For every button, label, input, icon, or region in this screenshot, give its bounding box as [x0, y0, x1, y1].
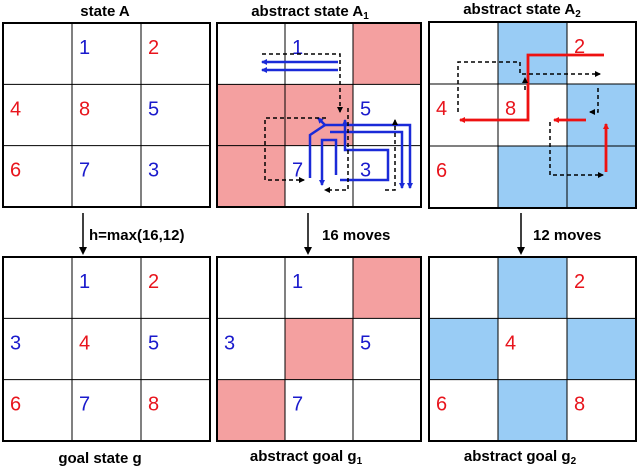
shaded-cell: [567, 318, 636, 380]
tile-number: 2: [574, 271, 585, 293]
blue-move-arrow: [340, 119, 390, 182]
shaded-cell: [567, 84, 636, 146]
dashed-move-arrow: [549, 122, 604, 178]
grid-frame: [428, 21, 637, 209]
tile-number: 5: [148, 332, 159, 354]
grid-frame: [216, 256, 422, 442]
grid-frame: [2, 22, 211, 208]
shaded-cell: [498, 146, 567, 208]
tile-number: 6: [436, 394, 447, 416]
grid-state-a: 1 2 4 8 5 6 7 3: [2, 22, 211, 208]
label-heuristic: h=max(16,12): [89, 227, 184, 244]
tile-number: 3: [224, 332, 235, 354]
tile-number: 8: [505, 98, 516, 120]
title-goal-g: goal state g: [58, 450, 141, 467]
grid-frame: [428, 256, 637, 442]
tile-number: 1: [79, 37, 90, 59]
blue-move-arrow: [319, 138, 338, 186]
shaded-cell: [353, 23, 421, 85]
title-state-a: state A: [80, 3, 130, 20]
tile-number: 7: [79, 160, 90, 182]
shaded-cell: [217, 145, 285, 207]
shaded-cell: [353, 257, 421, 319]
title-goal-g2: abstract goal g2: [464, 448, 577, 467]
title-abstract-a2: abstract state A2: [463, 1, 581, 20]
dashed-move-arrow: [262, 53, 343, 113]
tile-number: 7: [292, 394, 303, 416]
tile-number: 4: [10, 98, 21, 120]
dashed-move-arrow: [385, 119, 398, 191]
shaded-cell: [498, 379, 567, 441]
shaded-cell: [217, 379, 285, 441]
shaded-cell: [429, 318, 498, 380]
shaded-cell: [285, 318, 353, 380]
grid-frame: [2, 256, 211, 442]
tile-number: 5: [148, 98, 159, 120]
tile-number: 8: [574, 394, 585, 416]
tile-number: 7: [79, 394, 90, 416]
grid-frame: [216, 22, 422, 208]
tile-number: 6: [10, 394, 21, 416]
blue-move-arrow: [323, 123, 413, 189]
grid-goal-g2: 2 4 6 8: [428, 256, 637, 442]
blue-move-arrow: [308, 117, 327, 178]
dashed-move-arrow: [457, 61, 601, 112]
tile-number: 3: [360, 160, 371, 182]
tile-number: 2: [574, 36, 585, 58]
dashed-move-arrow: [264, 117, 326, 183]
grid-goal-g: 1 2 3 4 5 6 7 8: [2, 256, 211, 442]
tile-number: 5: [360, 98, 371, 120]
tile-number: 3: [10, 332, 21, 354]
tile-number: 4: [505, 332, 516, 354]
tile-number: 1: [292, 37, 303, 59]
tile-number: 2: [148, 37, 159, 59]
label-12-moves: 12 moves: [533, 227, 601, 244]
move-arrows-a2: [457, 53, 609, 178]
tile-number: 4: [436, 98, 447, 120]
tile-number: 8: [148, 394, 159, 416]
tile-number: 2: [148, 271, 159, 293]
shaded-cell: [498, 257, 567, 319]
shaded-cell: [567, 146, 636, 208]
grid-goal-g1: 1 3 5 7: [216, 256, 422, 442]
shaded-cell: [217, 84, 285, 146]
tile-number: 1: [292, 271, 303, 293]
tile-number: 7: [292, 160, 303, 182]
blue-move-arrow: [330, 130, 405, 189]
shaded-cell: [285, 84, 353, 146]
dashed-move-arrow: [589, 88, 599, 115]
tile-number: 6: [10, 160, 21, 182]
tile-number: 4: [79, 332, 90, 354]
title-abstract-a1: abstract state A1: [251, 3, 369, 22]
red-move-arrow: [459, 53, 604, 123]
tile-number: 1: [79, 271, 90, 293]
tile-number: 3: [148, 160, 159, 182]
move-arrows-a1: [261, 53, 413, 193]
grid-abstract-a2: 2 4 8 6: [428, 21, 637, 209]
tile-number: 6: [436, 160, 447, 182]
label-16-moves: 16 moves: [322, 227, 390, 244]
title-goal-g1: abstract goal g1: [250, 448, 363, 467]
tile-number: 8: [79, 98, 90, 120]
tile-number: 5: [360, 332, 371, 354]
